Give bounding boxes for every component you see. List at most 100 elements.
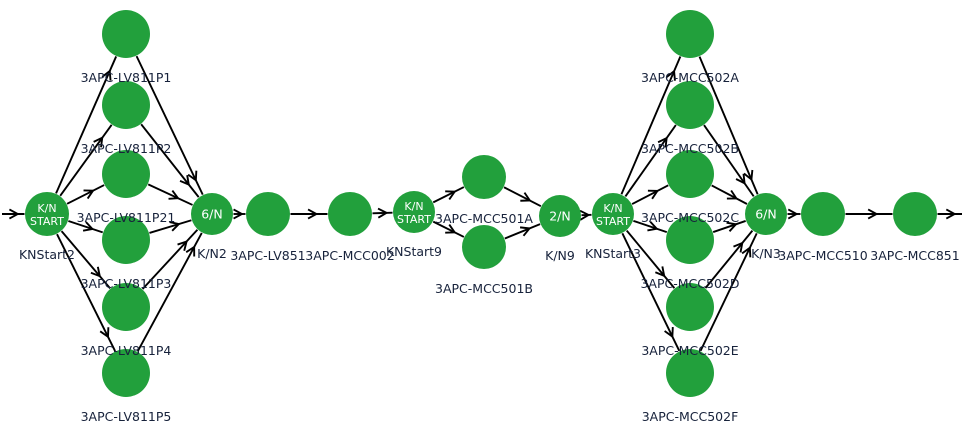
node-circle-mcc502c[interactable]: [666, 150, 714, 198]
graph-node-lv811p4[interactable]: [102, 283, 150, 331]
node-label-mcc502f: 3APC-MCC502F: [642, 409, 739, 424]
graph-node-mcc502d[interactable]: [666, 216, 714, 264]
edge-knstart2-to-lv811p2: [59, 124, 113, 197]
node-inner-text-knstart2-line2: START: [30, 215, 64, 228]
graph-node-mcc501a[interactable]: [462, 155, 506, 199]
edge-knstart2-to-lv811p4: [60, 230, 111, 289]
node-circle-mcc502b[interactable]: [666, 81, 714, 129]
node-label-mcc502d: 3APC-MCC502D: [640, 276, 739, 291]
node-circle-kn3[interactable]: [745, 193, 787, 235]
edge-mcc510-to-mcc851: [845, 208, 893, 220]
graph-node-mcc501b[interactable]: [462, 225, 506, 269]
node-circle-mcc501b[interactable]: [462, 225, 506, 269]
graph-node-mcc502a[interactable]: [666, 10, 714, 58]
node-circle-mcc510[interactable]: [801, 192, 845, 236]
edge-knstart3-to-mcc502a: [620, 56, 682, 195]
node-label-knstart2: KNStart2: [19, 247, 75, 262]
edge-kn3-to-mcc510: [787, 208, 801, 220]
node-circle-mcc502e[interactable]: [666, 283, 714, 331]
node-circle-lv811p3[interactable]: [102, 216, 150, 264]
graph-node-mcc502b[interactable]: [666, 81, 714, 129]
edge-mcc502d-to-kn3: [712, 220, 746, 233]
node-circle-mcc002[interactable]: [328, 192, 372, 236]
labels-layer: KNStart23APC-LV811P13APC-LV811P23APC-LV8…: [19, 70, 960, 424]
node-circle-lv811p4[interactable]: [102, 283, 150, 331]
graph-node-mcc502e[interactable]: [666, 283, 714, 331]
node-label-kn3: K/N3: [751, 246, 781, 261]
node-label-mcc501a: 3APC-MCC501A: [435, 211, 533, 226]
edge-mcc502c-to-kn3: [711, 184, 748, 205]
node-label-lv811p21: 3APC-LV811P21: [77, 210, 176, 225]
edge-mcc501a-to-kn9: [503, 186, 542, 208]
node-circle-mcc851[interactable]: [893, 192, 937, 236]
node-circle-kn2[interactable]: [191, 193, 233, 235]
node-label-mcc502b: 3APC-MCC502B: [641, 141, 739, 156]
edge-knstart3-to-mcc502b: [624, 124, 677, 197]
node-label-mcc510: 3APC-MCC510: [778, 248, 867, 263]
graph-node-mcc510[interactable]: [801, 192, 845, 236]
node-circle-knstart9[interactable]: [393, 191, 435, 233]
graph-node-mcc502c[interactable]: [666, 150, 714, 198]
edge-mcc502a-to-kn3: [698, 56, 759, 195]
node-label-kn9: K/N9: [545, 248, 575, 263]
edge-mcc502f-to-kn3: [699, 232, 758, 352]
node-inner-text-knstart9-line1: K/N: [404, 200, 423, 213]
node-label-lv811p3: 3APC-LV811P3: [81, 276, 172, 291]
edge-mcc502e-to-kn3: [704, 230, 754, 289]
node-circle-lv811p5[interactable]: [102, 349, 150, 397]
node-label-lv811p4: 3APC-LV811P4: [81, 343, 172, 358]
edge-mcc851-to-exit: [937, 208, 962, 220]
edge-knstart2-to-lv811p3: [68, 220, 104, 234]
graph-node-lv851[interactable]: [246, 192, 290, 236]
node-label-lv811p5: 3APC-LV811P5: [81, 409, 172, 424]
edge-lv811p2-to-kn2: [140, 123, 200, 198]
edge-knstart9-to-mcc501a: [432, 186, 465, 204]
edge-knstart2-to-lv811p5: [56, 233, 116, 352]
graph-node-lv811p1[interactable]: [102, 10, 150, 58]
node-circle-mcc501a[interactable]: [462, 155, 506, 199]
graph-node-kn2[interactable]: 6/N: [191, 193, 233, 235]
edge-knstart3-to-mcc502c: [631, 184, 669, 205]
edge-kn9-to-knstart3: [579, 209, 592, 221]
graph-node-lv811p2[interactable]: [102, 81, 150, 129]
node-circle-mcc502a[interactable]: [666, 10, 714, 58]
node-circle-lv811p2[interactable]: [102, 81, 150, 129]
node-circle-knstart2[interactable]: [25, 192, 69, 236]
graph-node-lv811p21[interactable]: [102, 150, 150, 198]
edge-lv811p3-to-kn2: [149, 219, 192, 234]
graph-node-mcc002[interactable]: [328, 192, 372, 236]
edge-knstart2-to-lv811p21: [66, 184, 105, 205]
graph-node-lv811p5[interactable]: [102, 349, 150, 397]
edge-lv811p5-to-kn2: [136, 232, 203, 352]
edge-knstart3-to-mcc502e: [625, 229, 676, 289]
node-circle-lv851[interactable]: [246, 192, 290, 236]
node-label-lv811p2: 3APC-LV811P2: [81, 141, 172, 156]
node-circle-lv811p21[interactable]: [102, 150, 150, 198]
graph-node-kn9[interactable]: 2/N: [539, 195, 581, 237]
edge-knstart9-to-mcc501b: [432, 220, 465, 238]
edge-lv811p4-to-kn2: [141, 229, 199, 290]
graph-node-kn3[interactable]: 6/N: [745, 193, 787, 235]
node-label-mcc851: 3APC-MCC851: [870, 248, 959, 263]
node-circle-mcc502d[interactable]: [666, 216, 714, 264]
node-label-kn2: K/N2: [197, 246, 227, 261]
edge-entry-to-knstart2: [2, 208, 25, 220]
node-circle-knstart3[interactable]: [592, 193, 634, 235]
edge-mcc002-to-knstart9: [372, 207, 393, 219]
graph-node-mcc502f[interactable]: [666, 349, 714, 397]
edges-layer: [2, 55, 962, 352]
node-label-mcc501b: 3APC-MCC501B: [435, 281, 533, 296]
node-circle-lv811p1[interactable]: [102, 10, 150, 58]
node-inner-text-kn9: 2/N: [549, 209, 571, 224]
edge-kn2-to-lv851: [233, 208, 246, 220]
graph-node-lv811p3[interactable]: [102, 216, 150, 264]
edge-lv811p21-to-kn2: [147, 183, 193, 206]
node-inner-text-kn2: 6/N: [201, 207, 223, 222]
node-circle-mcc502f[interactable]: [666, 349, 714, 397]
graph-node-mcc851[interactable]: [893, 192, 937, 236]
node-circle-kn9[interactable]: [539, 195, 581, 237]
